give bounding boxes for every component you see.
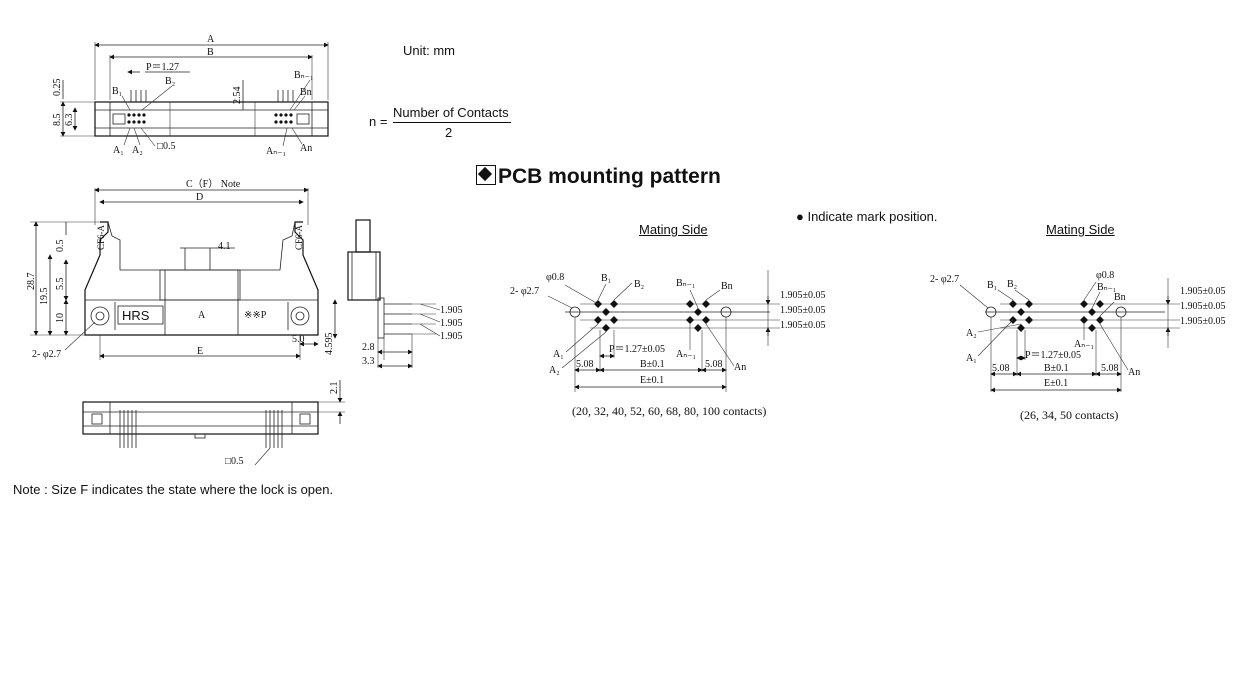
pl-hole08: φ0.8 bbox=[546, 272, 564, 283]
mating-side-right: Mating Side bbox=[1046, 222, 1115, 237]
pl-pitch2: 1.905±0.05 bbox=[780, 305, 826, 316]
pl-hole27: 2- φ2.7 bbox=[510, 286, 539, 297]
contacts-right: (26, 34, 50 contacts) bbox=[1020, 408, 1119, 422]
pr-508a: 5.08 bbox=[992, 363, 1010, 374]
side-dim-1905a: 1.905 bbox=[440, 305, 463, 316]
front-dim-CF: C（F） Note bbox=[186, 178, 241, 190]
top-A2: A₂ bbox=[132, 145, 143, 156]
pr-B: B±0.1 bbox=[1044, 363, 1069, 374]
pl-508a: 5.08 bbox=[576, 359, 594, 370]
top-dim-025: 0.25 bbox=[52, 79, 63, 97]
pl-B2: B₂ bbox=[634, 279, 644, 290]
top-view: A B P＝1.27 B₂ B₁ Bₙ₋₁ Bn bbox=[52, 34, 329, 157]
top-B1: B₁ bbox=[112, 86, 122, 97]
indicate-mark-note: ● Indicate mark position. bbox=[796, 209, 938, 224]
front-dim-195: 19.5 bbox=[39, 288, 50, 306]
pr-A2: A₂ bbox=[966, 328, 977, 339]
pl-Bn1: Bₙ₋₁ bbox=[676, 278, 695, 289]
top-B2: B₂ bbox=[165, 76, 175, 87]
pr-Bn1: Bₙ₋₁ bbox=[1097, 282, 1116, 293]
side-view: 1.905 1.905 1.905 2.8 3.3 4.595 bbox=[324, 219, 463, 369]
pcb-pattern-right: 1.905±0.05 1.905±0.05 1.905±0.05 2- φ2.7… bbox=[930, 270, 1226, 393]
mating-side-left: Mating Side bbox=[639, 222, 708, 237]
contacts-left: (20, 32, 40, 52, 60, 68, 80, 100 contact… bbox=[572, 404, 767, 418]
svg-text:CF6-A: CF6-A bbox=[96, 224, 106, 250]
front-dim-50: 5.0 bbox=[292, 334, 305, 345]
front-dim-D: D bbox=[196, 192, 203, 203]
pr-508b: 5.08 bbox=[1101, 363, 1119, 374]
pr-pitch2: 1.905±0.05 bbox=[1180, 301, 1226, 312]
pl-B: B±0.1 bbox=[640, 359, 665, 370]
pr-B2: B₂ bbox=[1007, 279, 1017, 290]
top-dim-254: 2.54 bbox=[232, 87, 243, 105]
footnote: Note : Size F indicates the state where … bbox=[13, 482, 334, 497]
top-An: An bbox=[300, 143, 312, 154]
side-dim-33: 3.3 bbox=[362, 356, 375, 367]
svg-text:CF6-A: CF6-A bbox=[294, 224, 304, 250]
top-Bn: Bn bbox=[300, 87, 312, 98]
unit-label: Unit: mm bbox=[403, 43, 455, 58]
front-dim-10: 10 bbox=[55, 313, 66, 323]
pr-pitch1: 1.905±0.05 bbox=[1180, 286, 1226, 297]
pl-508b: 5.08 bbox=[705, 359, 723, 370]
front-dim-05: 0.5 bbox=[55, 240, 66, 253]
pl-A1: A₁ bbox=[553, 349, 564, 360]
side-dim-1905b: 1.905 bbox=[440, 318, 463, 329]
pl-An1: Aₙ₋₁ bbox=[676, 349, 696, 360]
top-dim-85: 8.5 bbox=[52, 114, 63, 127]
front-view: C（F） Note D 4.1 A HRS ※※P CF6-A CF6-A bbox=[26, 178, 319, 360]
bottom-view: 2.1 □0.5 bbox=[82, 380, 345, 467]
pr-E: E±0.1 bbox=[1044, 378, 1068, 389]
pr-A1: A₁ bbox=[966, 353, 977, 364]
pcb-title-text: PCB mounting pattern bbox=[498, 165, 721, 188]
front-dim-A: A bbox=[198, 310, 206, 321]
pcb-title: PCB mounting pattern bbox=[476, 165, 721, 189]
side-dim-4595: 4.595 bbox=[324, 333, 335, 356]
pl-An: An bbox=[734, 362, 746, 373]
front-mark: ※※P bbox=[244, 310, 267, 321]
formula-fraction-bar bbox=[393, 122, 511, 123]
top-dim-A: A bbox=[207, 34, 215, 45]
pr-pitch3: 1.905±0.05 bbox=[1180, 316, 1226, 327]
pl-A2: A₂ bbox=[549, 365, 560, 376]
pr-hole27: 2- φ2.7 bbox=[930, 274, 959, 285]
front-dim-E: E bbox=[197, 346, 203, 357]
top-dim-63: 6.3 bbox=[64, 114, 75, 127]
pr-An: An bbox=[1128, 367, 1140, 378]
pl-pitch: P＝1.27±0.05 bbox=[609, 344, 665, 355]
top-An1: Aₙ₋₁ bbox=[266, 146, 286, 157]
pl-pitch3: 1.905±0.05 bbox=[780, 320, 826, 331]
front-dim-55: 5.5 bbox=[55, 278, 66, 291]
formula-numerator: Number of Contacts bbox=[393, 105, 509, 120]
pr-pin-diamonds bbox=[1009, 300, 1104, 332]
pr-B1: B₁ bbox=[987, 280, 997, 291]
diamond-bullet-icon bbox=[476, 165, 496, 185]
pl-Bn: Bn bbox=[721, 281, 733, 292]
bottom-dim-21: 2.1 bbox=[329, 382, 340, 395]
top-dim-B: B bbox=[207, 47, 214, 58]
pr-Bn: Bn bbox=[1114, 292, 1126, 303]
side-dim-28: 2.8 bbox=[362, 342, 375, 353]
top-Bn1: Bₙ₋₁ bbox=[294, 70, 313, 81]
front-hole-label: 2- φ2.7 bbox=[32, 349, 61, 360]
pr-An1: Aₙ₋₁ bbox=[1074, 339, 1094, 350]
pl-B1: B₁ bbox=[601, 273, 611, 284]
formula-denominator: 2 bbox=[445, 125, 453, 140]
hrs-logo: HRS bbox=[122, 308, 150, 323]
front-dim-41: 4.1 bbox=[218, 241, 231, 252]
top-pin-size: □0.5 bbox=[157, 141, 176, 152]
front-dim-287: 28.7 bbox=[26, 273, 37, 291]
pcb-pattern-left: 1.905±0.05 1.905±0.05 1.905±0.05 φ0.8 2-… bbox=[510, 270, 826, 392]
bottom-pin-size: □0.5 bbox=[225, 456, 244, 467]
side-dim-1905c: 1.905 bbox=[440, 331, 463, 342]
pl-pin-diamonds bbox=[594, 300, 710, 332]
top-A1: A₁ bbox=[113, 145, 124, 156]
top-dim-P: P＝1.27 bbox=[146, 62, 179, 73]
pr-hole08: φ0.8 bbox=[1096, 270, 1114, 281]
pl-E: E±0.1 bbox=[640, 375, 664, 386]
formula-n: n = bbox=[369, 114, 388, 129]
pr-pitch: P＝1.27±0.05 bbox=[1025, 350, 1081, 361]
pl-pitch1: 1.905±0.05 bbox=[780, 290, 826, 301]
